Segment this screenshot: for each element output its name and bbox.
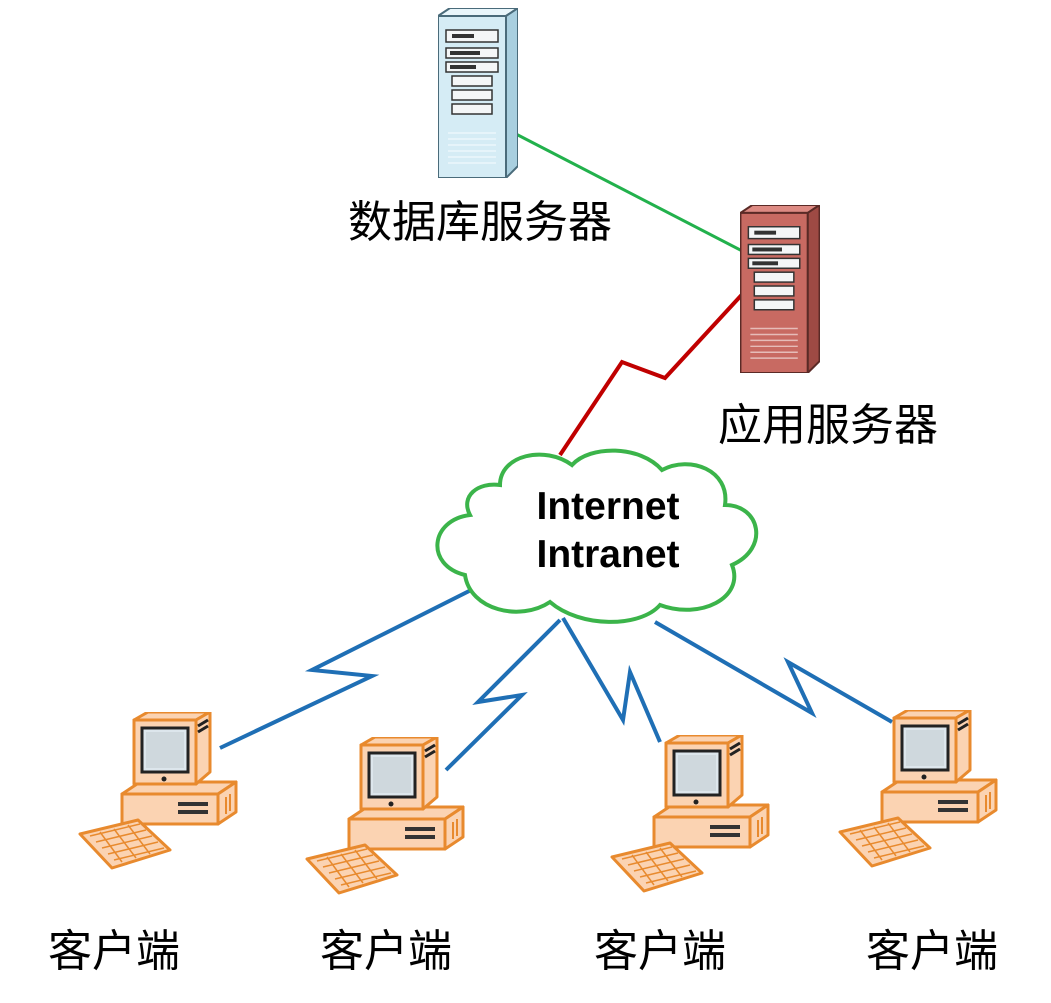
client-2-link: [444, 618, 562, 772]
desktop-computer-icon: [838, 710, 998, 868]
desktop-computer-icon: [305, 737, 465, 895]
desktop-computer-icon: [78, 712, 238, 870]
client-label-3: 客户端: [594, 926, 726, 977]
db-server-icon: [438, 8, 518, 178]
client-label-2: 客户端: [320, 926, 452, 977]
network-label-line2: Intranet: [536, 533, 680, 576]
cloud-icon: [435, 448, 759, 624]
network-label: Internet Intranet: [508, 483, 708, 579]
app-server-label: 应用服务器: [718, 400, 938, 451]
client-label-1: 客户端: [48, 926, 180, 977]
network-label-line1: Internet: [536, 485, 680, 528]
desktop-computer-icon: [610, 735, 770, 893]
client-3-link: [561, 616, 662, 743]
app-to-cloud-link: [558, 286, 750, 457]
client-1-link: [219, 575, 498, 750]
db-to-app-link: [513, 131, 749, 256]
app-server-icon: [740, 205, 820, 373]
db-server-label: 数据库服务器: [348, 197, 612, 248]
client-4-link: [653, 620, 893, 724]
client-label-4: 客户端: [866, 926, 998, 977]
